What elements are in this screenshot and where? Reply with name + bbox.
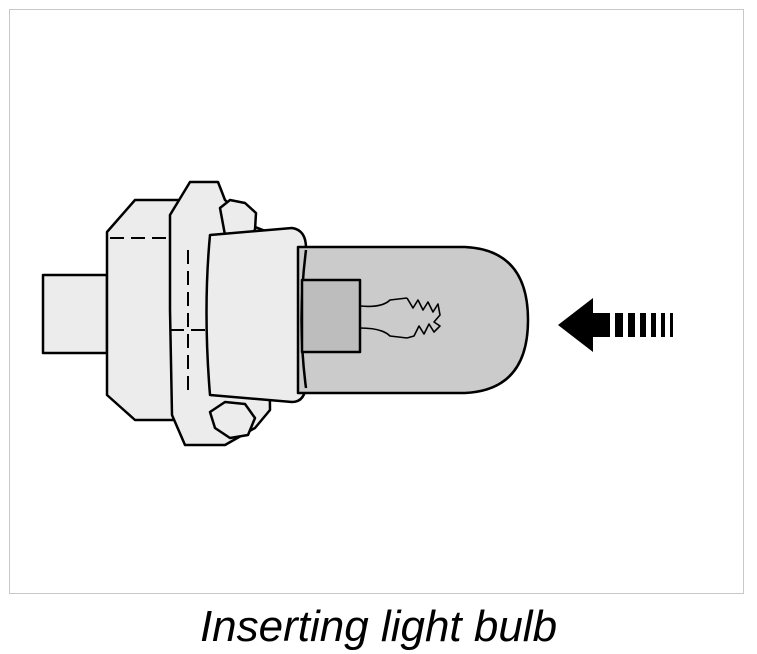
arrow-dash [640, 313, 646, 337]
arrow-dash [670, 313, 673, 337]
bulb-insertion-illustration [41, 180, 673, 447]
light-bulb-drawing [296, 245, 530, 395]
socket-connector-stub [41, 273, 109, 355]
bulb-filament-coil [406, 297, 441, 339]
arrow-head [558, 298, 610, 352]
insert-direction-arrow-icon [558, 298, 673, 352]
bulb-filament-lead [359, 327, 408, 339]
bulb-base [300, 278, 362, 354]
socket-flange [205, 226, 308, 404]
arrow-dash [661, 313, 665, 337]
arrow-dash [615, 313, 623, 337]
socket-clip [208, 400, 257, 440]
arrow-dash [628, 313, 635, 337]
figure-frame [9, 9, 744, 594]
figure-caption: Inserting light bulb [199, 602, 558, 651]
bulb-filament-lead [359, 297, 408, 308]
bulb-socket-drawing [41, 180, 308, 447]
arrow-dash [651, 313, 656, 337]
